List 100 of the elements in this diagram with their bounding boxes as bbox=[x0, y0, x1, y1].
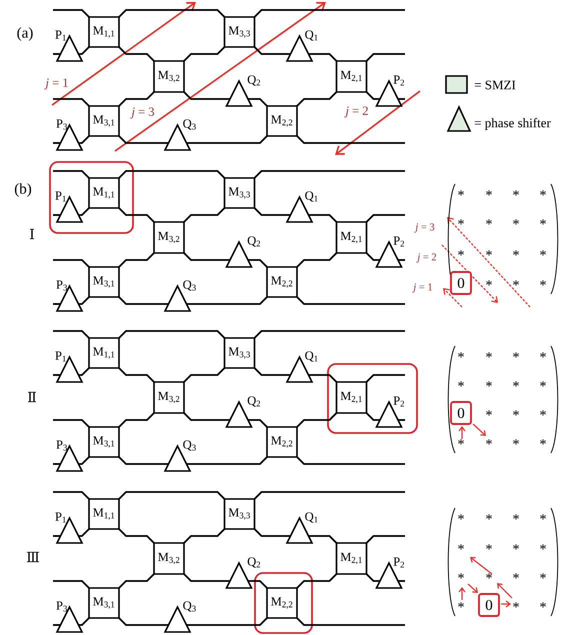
matrix-entry: * bbox=[458, 381, 464, 386]
waveguide-line bbox=[53, 214, 60, 216]
smzi-box: M$_{3,2}$ bbox=[153, 381, 185, 414]
highlight-frame bbox=[327, 363, 418, 434]
waveguide-line bbox=[118, 296, 168, 305]
waveguide-line bbox=[118, 9, 226, 18]
matrix-entry: * bbox=[513, 381, 519, 386]
waveguide-line bbox=[296, 573, 338, 589]
smzi-box: M$_{3,2}$ bbox=[153, 542, 185, 575]
waveguide-line bbox=[78, 296, 90, 305]
smzi-box: M$_{2,1}$ bbox=[336, 542, 368, 575]
matrix-entry: * bbox=[540, 439, 546, 444]
smzi-box: M$_{2,2}$ bbox=[266, 105, 298, 137]
waveguide-line bbox=[78, 135, 90, 144]
highlighted-entry: 0 bbox=[450, 401, 472, 425]
matrix-entry: * bbox=[486, 280, 492, 286]
waveguide-line bbox=[183, 528, 226, 544]
matrix-entry: * bbox=[540, 250, 546, 256]
waveguide-line bbox=[118, 207, 155, 223]
waveguide-line bbox=[254, 330, 405, 339]
waveguide-line bbox=[186, 456, 268, 465]
waveguide-line bbox=[78, 617, 90, 626]
smzi-box: M$_{3,1}$ bbox=[88, 105, 120, 137]
matrix-entry: * bbox=[540, 573, 546, 578]
shifter-label: P$_{3}$ bbox=[56, 440, 67, 451]
waveguide-line bbox=[248, 259, 268, 268]
shifter-label: Q$_{2}$ bbox=[248, 75, 260, 86]
waveguide-line bbox=[53, 463, 60, 465]
waveguide-line bbox=[308, 535, 338, 544]
waveguide-line bbox=[254, 170, 405, 179]
waveguide-line bbox=[366, 573, 380, 582]
waveguide-line bbox=[296, 135, 405, 144]
row-label: Ⅰ bbox=[30, 228, 34, 240]
matrix-entry: * bbox=[458, 219, 464, 224]
waveguide-line bbox=[366, 214, 405, 223]
waveguide-line bbox=[118, 170, 226, 179]
panel-label: (a) bbox=[17, 27, 33, 41]
matrix-entry: * bbox=[513, 190, 519, 196]
waveguide-line bbox=[118, 252, 155, 268]
waveguide-line bbox=[118, 412, 155, 428]
waveguide-line bbox=[118, 46, 155, 62]
waveguide-line bbox=[296, 296, 405, 305]
waveguide-line bbox=[186, 296, 268, 305]
matrix-entry: * bbox=[486, 410, 492, 416]
waveguide-line bbox=[308, 214, 338, 223]
row-label: Ⅱ bbox=[28, 392, 36, 402]
waveguide-line bbox=[78, 456, 90, 465]
waveguide-line bbox=[308, 374, 338, 383]
order-label: j = 3 bbox=[130, 108, 154, 118]
smzi-box: M$_{2,2}$ bbox=[266, 587, 298, 619]
waveguide-line bbox=[53, 580, 90, 589]
matrix-entry: * bbox=[513, 514, 519, 520]
waveguide-line bbox=[53, 491, 90, 500]
smzi-box: M$_{3,3}$ bbox=[224, 16, 256, 48]
highlight-frame bbox=[49, 161, 134, 234]
waveguide-line bbox=[78, 207, 90, 216]
waveguide-line bbox=[366, 412, 380, 421]
legend-text: = SMZI bbox=[474, 80, 516, 90]
matrix-entry: * bbox=[458, 602, 464, 608]
order-label: j = 1 bbox=[44, 78, 68, 90]
shifter-label: Q$_{3}$ bbox=[183, 280, 196, 291]
matrix-entry: * bbox=[513, 250, 519, 256]
shifter-label: Q$_{1}$ bbox=[305, 351, 318, 362]
shifter-label: P$_{2}$ bbox=[394, 76, 404, 86]
matrix-entry: * bbox=[486, 439, 492, 444]
waveguide-line bbox=[183, 91, 230, 100]
smzi-box: M$_{3,2}$ bbox=[153, 221, 185, 254]
waveguide-line bbox=[254, 491, 405, 500]
waveguide-line bbox=[186, 135, 268, 144]
waveguide-line bbox=[183, 207, 226, 223]
waveguide-line bbox=[183, 573, 230, 582]
smzi-box: M$_{3,1}$ bbox=[88, 587, 120, 619]
matrix-entry: * bbox=[540, 352, 546, 358]
waveguide-line bbox=[78, 367, 90, 376]
matrix-entry: * bbox=[513, 352, 519, 358]
waveguide-line bbox=[118, 617, 168, 626]
smzi-box: M$_{2,2}$ bbox=[266, 426, 298, 458]
waveguide-line bbox=[53, 624, 60, 626]
shifter-label: P$_{2}$ bbox=[394, 236, 404, 246]
waveguide-line bbox=[366, 535, 405, 544]
waveguide-line bbox=[186, 617, 268, 626]
order-label: j = 1 bbox=[412, 283, 432, 293]
waveguide-line bbox=[53, 374, 60, 376]
waveguide-line bbox=[398, 98, 405, 100]
waveguide-line bbox=[53, 330, 90, 339]
matrix-entry: * bbox=[513, 573, 519, 578]
waveguide-line bbox=[254, 9, 405, 18]
matrix-entry: * bbox=[513, 439, 519, 444]
matrix-entry: * bbox=[486, 219, 492, 224]
matrix-entry: * bbox=[486, 514, 492, 520]
matrix-entry: * bbox=[540, 410, 546, 416]
matrix-entry: * bbox=[540, 190, 546, 196]
shifter-label: Q$_{2}$ bbox=[248, 236, 260, 247]
smzi-box: M$_{1,1}$ bbox=[88, 177, 120, 209]
waveguide-line bbox=[53, 535, 60, 537]
waveguide-line bbox=[366, 91, 380, 100]
smzi-box: M$_{2,2}$ bbox=[266, 266, 298, 298]
waveguide-line bbox=[183, 367, 226, 383]
matrix-entry: * bbox=[458, 439, 464, 444]
shifter-label: P$_{2}$ bbox=[394, 558, 404, 568]
